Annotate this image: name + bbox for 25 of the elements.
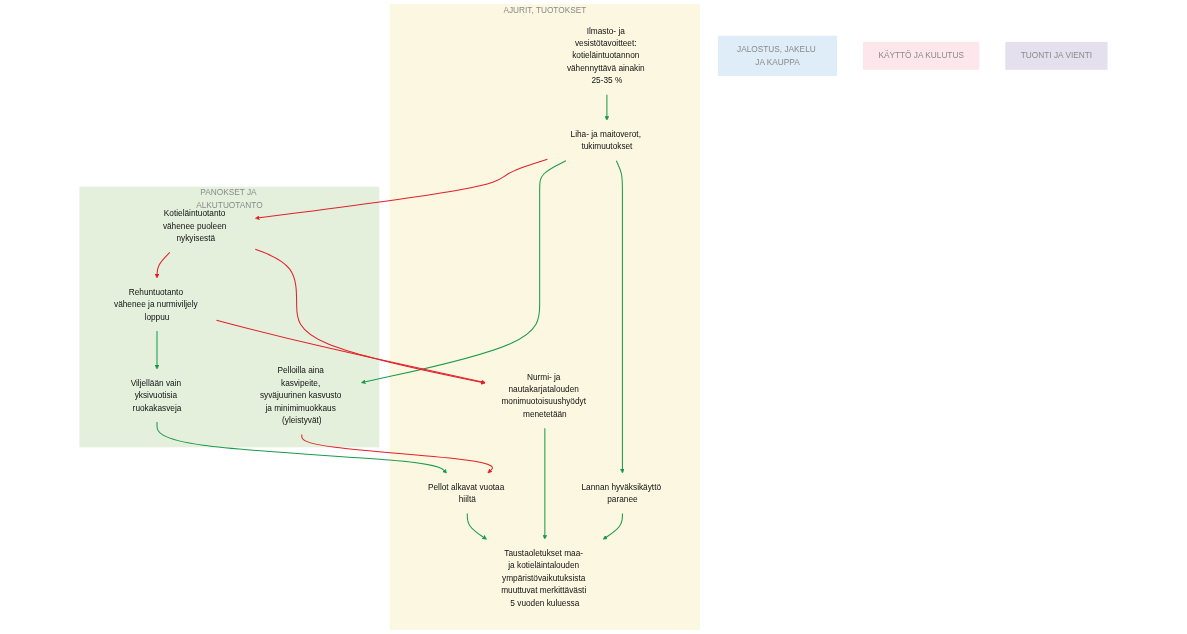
node-box: JALOSTUS, JAKELU JA KAUPPA bbox=[718, 35, 837, 76]
arrow bbox=[602, 513, 623, 540]
node-box: TUONTI JA VIENTI bbox=[1005, 41, 1108, 70]
arrow bbox=[604, 94, 610, 121]
node-text: Liha- ja maitoverot, tukimuutokset bbox=[570, 129, 641, 151]
node-text: Lannan hyväksikäyttö paranee bbox=[581, 482, 662, 504]
arrow bbox=[542, 427, 548, 540]
arrow bbox=[255, 158, 548, 221]
arrow bbox=[215, 319, 486, 384]
arrow bbox=[301, 433, 493, 474]
arrow bbox=[361, 160, 567, 384]
arrow bbox=[466, 513, 487, 540]
arrow bbox=[156, 421, 447, 474]
node-text: Pellot alkavat vuotaa hiiltä bbox=[427, 482, 505, 504]
arrow bbox=[154, 251, 171, 279]
arrow bbox=[154, 330, 160, 370]
node-text: Taustaoletukset maa- ja kotieläintalouden ympäristövaikutuksista muuttuvat merkittävästi 5 vuoden kuluessa bbox=[501, 548, 587, 608]
node-box: KÄYTTÖ JA KULUTUS bbox=[862, 41, 980, 70]
node-text: Ilmasto- ja vesistötavoitteet: kotieläintuotannon vähennyttävä ainakin 25-35 % bbox=[566, 26, 645, 85]
node-text: Rehuntuotanto vähenee ja nurmiviljely loppuu bbox=[114, 287, 198, 322]
node-text: Kotieläintuotanto vähenee puoleen nykyisestä bbox=[162, 208, 227, 243]
node-text: Pelloilla aina kasvipeite, syväjuurinen kasvusto ja minimimuokkaus (yleistyvät) bbox=[259, 366, 342, 425]
arrow bbox=[615, 160, 625, 474]
node-text: Nurmi- ja nautakarjatalouden monimuotoisuushyödyt menetetään bbox=[501, 372, 587, 419]
node-text: Viljellään vain yksivuotisia ruokakasveja bbox=[130, 378, 182, 413]
